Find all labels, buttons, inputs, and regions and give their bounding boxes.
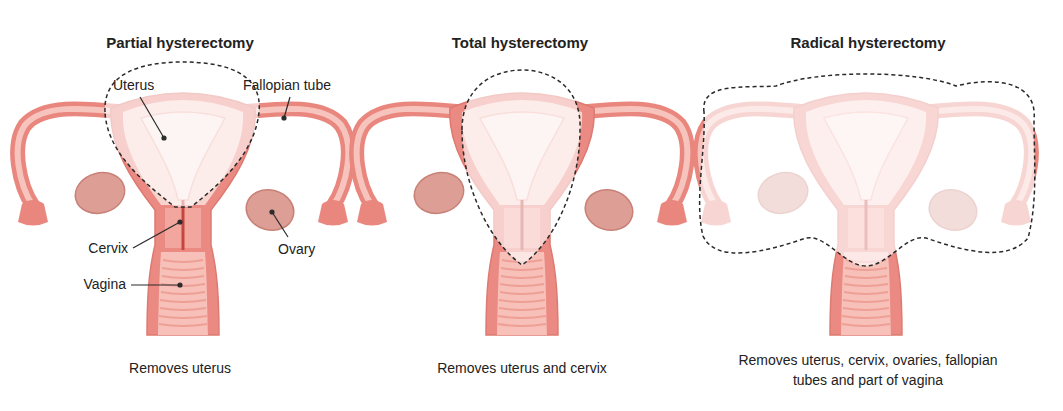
panel-heading: Total hysterectomy	[370, 33, 670, 53]
leader-line	[133, 222, 180, 248]
part-label: Ovary	[278, 239, 315, 259]
leader-dot	[178, 220, 182, 224]
leader-line	[131, 284, 180, 285]
leader-line	[272, 212, 288, 237]
removal-outline	[462, 70, 580, 265]
part-label: Fallopian tube	[243, 75, 331, 95]
anatomy-radical	[700, 74, 1035, 335]
panel-heading: Radical hysterectomy	[718, 33, 1018, 53]
panel-heading: Partial hysterectomy	[30, 33, 330, 53]
panel-caption: Removes uterus	[30, 358, 330, 378]
leader-dot	[270, 210, 274, 214]
leader-line	[140, 97, 164, 138]
leader-dot	[282, 116, 286, 120]
removal-outline	[105, 62, 259, 207]
panel-caption: Removes uterus and cervix	[372, 358, 672, 378]
part-label: Cervix	[88, 238, 128, 258]
part-label: Uterus	[113, 75, 154, 95]
panel-caption: Removes uterus, cervix, ovaries, fallopi…	[738, 350, 998, 390]
removal-outline	[700, 74, 1035, 266]
leader-dot	[162, 136, 166, 140]
leader-line	[284, 97, 290, 118]
part-label: Vagina	[83, 274, 126, 294]
leader-dot	[178, 283, 182, 287]
anatomy-total	[357, 70, 688, 335]
leader-lines	[131, 97, 290, 287]
anatomy-partial	[18, 62, 349, 335]
